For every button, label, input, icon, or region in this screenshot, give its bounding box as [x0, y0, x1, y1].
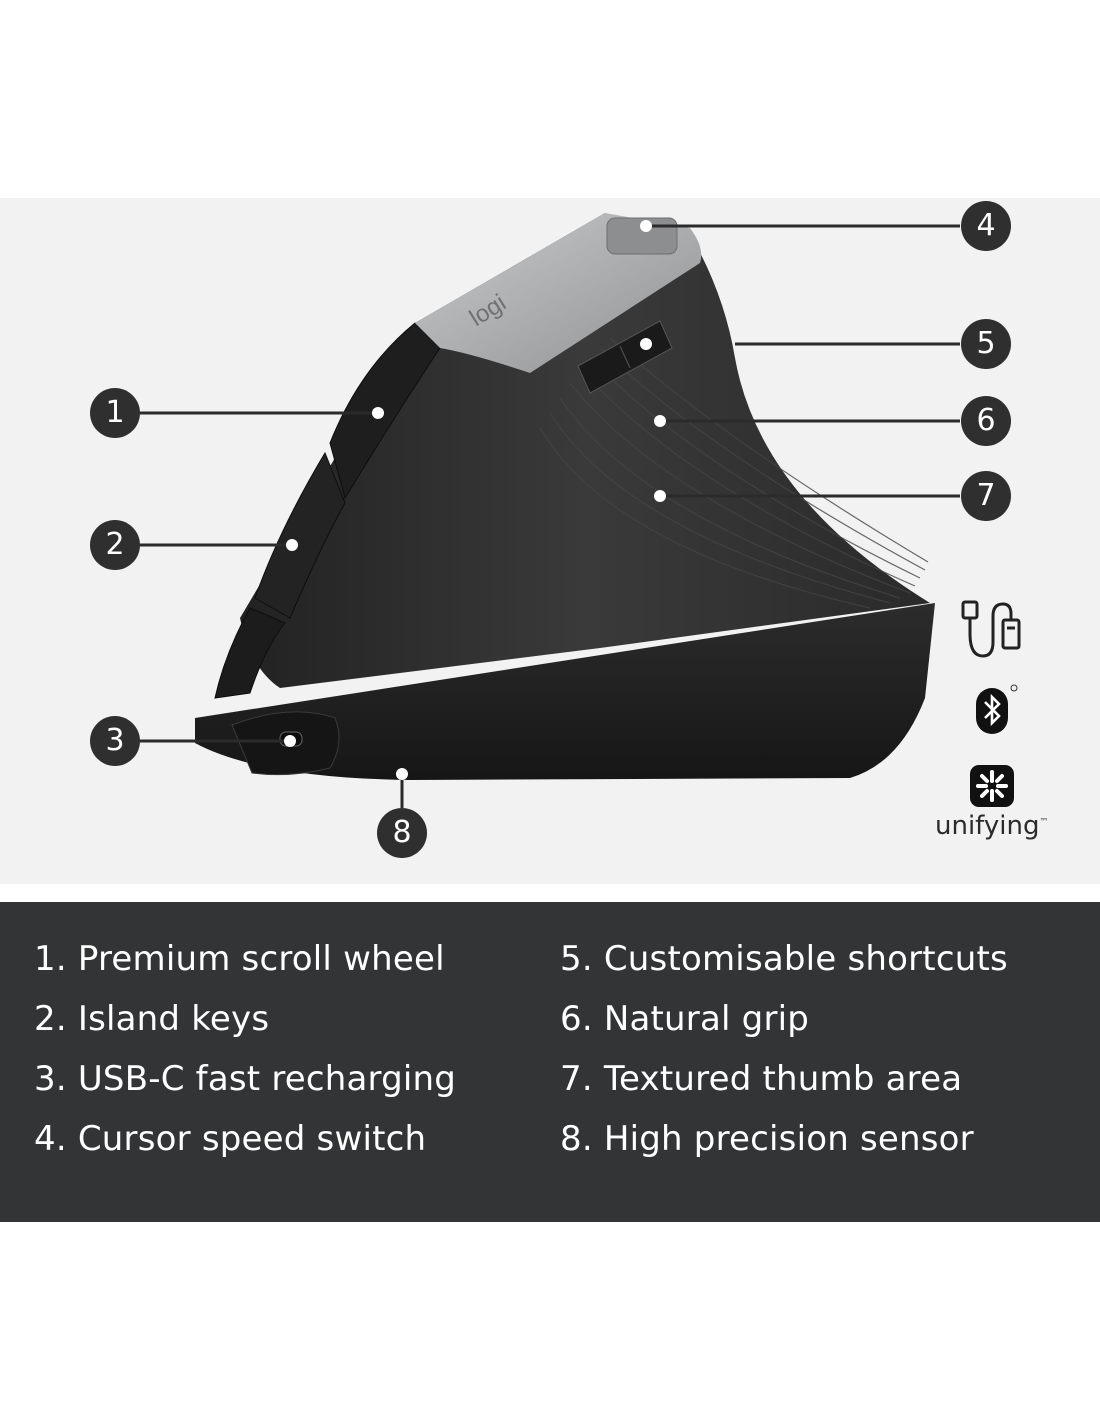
usb-cable-icon: [961, 600, 1021, 658]
callout-3: 3: [90, 716, 140, 766]
product-hero: logi 1 2 3: [0, 198, 1100, 884]
feature-item-8: 8. High precision sensor: [560, 1119, 974, 1159]
callout-dots: [284, 220, 666, 780]
feature-item-5: 5. Customisable shortcuts: [560, 939, 1008, 979]
feature-item-3: 3. USB-C fast recharging: [34, 1059, 457, 1099]
callout-1: 1: [90, 388, 140, 438]
feature-item-2: 2. Island keys: [34, 999, 270, 1039]
callout-5: 5: [961, 319, 1011, 369]
side-button-middle: [254, 451, 346, 619]
callout-8: 8: [377, 808, 427, 858]
feature-item-1: 1. Premium scroll wheel: [34, 939, 445, 979]
unifying-label: unifying™: [935, 811, 1049, 841]
grip-texture: [539, 337, 929, 609]
bluetooth-icon: [976, 684, 1018, 734]
callout-2: 2: [90, 520, 140, 570]
callout-6: 6: [961, 396, 1011, 446]
feature-item-7: 7. Textured thumb area: [560, 1059, 963, 1099]
unifying-receiver-icon: [970, 765, 1014, 807]
side-button-upper: [329, 322, 441, 500]
callout-4: 4: [961, 201, 1011, 251]
mouse-illustration: logi: [140, 213, 960, 808]
callout-lines: [140, 224, 960, 808]
callout-7: 7: [961, 471, 1011, 521]
mouse-base: [195, 603, 935, 780]
side-button-lower: [214, 607, 286, 699]
feature-list-panel: 1. Premium scroll wheel 2. Island keys 3…: [0, 902, 1100, 1222]
feature-item-4: 4. Cursor speed switch: [34, 1119, 427, 1159]
feature-item-6: 6. Natural grip: [560, 999, 810, 1039]
